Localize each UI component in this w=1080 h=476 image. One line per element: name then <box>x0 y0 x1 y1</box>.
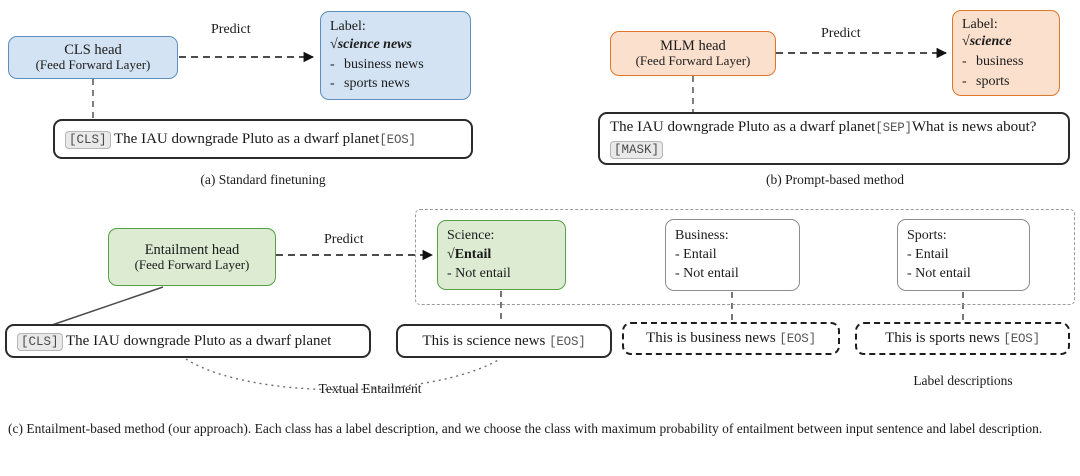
input-sentence-b-text-2: What is news about? <box>911 118 1037 135</box>
label-box-b[interactable]: Label: √science -business -sports <box>952 10 1060 96</box>
textual-entailment-label: Textual Entailment <box>318 381 422 396</box>
sep-token: [SEP] <box>875 120 912 135</box>
description-box-business[interactable]: This is business news [EOS] <box>622 322 840 355</box>
panel-b-caption: (b) Prompt-based method <box>766 172 904 187</box>
description-business-text: This is business news <box>646 330 776 346</box>
input-sentence-b-line: The IAU downgrade Pluto as a dwarf plane… <box>610 117 1058 161</box>
predict-label-b: Predict <box>821 26 861 41</box>
class-box-sports-option-0[interactable]: - Entail <box>907 247 949 263</box>
predict-label-c: Predict <box>324 232 364 247</box>
input-sentence-c-line: [CLS] The IAU downgrade Pluto as a dwarf… <box>17 332 359 351</box>
mlm-head-subtitle: (Feed Forward Layer) <box>635 53 751 69</box>
bullet-dash: - <box>330 56 335 72</box>
class-box-business-title: Business: <box>675 228 729 244</box>
input-sentence-box-b[interactable]: The IAU downgrade Pluto as a dwarf plane… <box>598 112 1070 165</box>
check-icon: √ <box>330 36 338 52</box>
label-box-a-option-1[interactable]: -sports news <box>330 76 410 92</box>
label-box-a-title: Label: <box>330 19 366 35</box>
class-box-science[interactable]: Science: √Entail - Not entail <box>437 220 566 290</box>
class-box-business-option-1[interactable]: - Not entail <box>675 265 739 281</box>
class-box-sports[interactable]: Sports: - Entail - Not entail <box>897 219 1030 291</box>
class-box-science-title: Science: <box>447 228 495 244</box>
description-sports-text: This is sports news <box>885 330 1000 346</box>
label-box-b-selected[interactable]: √science <box>962 34 1012 50</box>
panel-a-caption: (a) Standard finetuning <box>200 172 326 187</box>
input-sentence-c-text: The IAU downgrade Pluto as a dwarf plane… <box>66 332 332 349</box>
label-descriptions-label: Label descriptions <box>913 373 1013 388</box>
class-box-science-option-0[interactable]: - Not entail <box>447 265 511 281</box>
bullet-dash: - <box>330 76 335 92</box>
label-box-b-option-0[interactable]: -business <box>962 54 1024 69</box>
bullet-dash: - <box>962 54 967 69</box>
class-boxes-group <box>415 209 1075 305</box>
cls-token: [CLS] <box>65 130 111 149</box>
eos-token: [EOS] <box>379 132 416 147</box>
cls-head-subtitle: (Feed Forward Layer) <box>35 57 151 73</box>
description-box-sports[interactable]: This is sports news [EOS] <box>855 322 1070 355</box>
bullet-dash: - <box>962 73 967 89</box>
mlm-head-title: MLM head <box>660 38 726 55</box>
class-box-sports-option-1[interactable]: - Not entail <box>907 265 971 281</box>
eos-token: [EOS] <box>779 332 816 346</box>
input-sentence-b-text-1: The IAU downgrade Pluto as a dwarf plane… <box>610 118 876 135</box>
entailment-head-title: Entailment head <box>144 241 240 258</box>
entailment-head-subtitle: (Feed Forward Layer) <box>134 256 250 272</box>
label-box-b-title: Label: <box>962 16 998 32</box>
label-box-a[interactable]: Label: √science news -business news -spo… <box>320 11 471 100</box>
label-box-b-option-1[interactable]: -sports <box>962 73 1010 89</box>
cls-head-box[interactable]: CLS head (Feed Forward Layer) <box>8 36 178 79</box>
cls-head-title: CLS head <box>64 42 122 59</box>
class-box-business-option-0[interactable]: - Entail <box>675 247 717 263</box>
class-box-sports-title: Sports: <box>907 228 947 244</box>
label-box-a-option-0[interactable]: -business news <box>330 56 424 72</box>
description-science-text: This is science news <box>422 332 546 349</box>
class-box-business[interactable]: Business: - Entail - Not entail <box>665 219 800 291</box>
description-box-science[interactable]: This is science news [EOS] <box>396 324 612 358</box>
label-box-a-selected[interactable]: √science news <box>330 36 412 52</box>
mlm-head-box[interactable]: MLM head (Feed Forward Layer) <box>610 31 776 76</box>
input-sentence-a-text: The IAU downgrade Pluto as a dwarf plane… <box>114 130 380 147</box>
input-sentence-a-line: [CLS] The IAU downgrade Pluto as a dwarf… <box>65 130 461 149</box>
connector-head-input-c <box>51 286 164 326</box>
mask-token: [MASK] <box>610 140 664 159</box>
panel-c-caption: (c) Entailment-based method (our approac… <box>8 421 1043 436</box>
eos-token: [EOS] <box>1003 332 1040 346</box>
eos-token: [EOS] <box>549 334 586 349</box>
check-icon: √ <box>962 34 970 50</box>
entailment-head-box[interactable]: Entailment head (Feed Forward Layer) <box>108 228 276 286</box>
input-sentence-box-c[interactable]: [CLS] The IAU downgrade Pluto as a dwarf… <box>5 324 371 358</box>
input-sentence-box-a[interactable]: [CLS] The IAU downgrade Pluto as a dwarf… <box>53 119 473 159</box>
cls-token: [CLS] <box>17 332 63 351</box>
class-box-science-selected[interactable]: √Entail <box>447 247 492 263</box>
predict-label-a: Predict <box>211 22 251 37</box>
check-icon: √ <box>447 247 455 263</box>
